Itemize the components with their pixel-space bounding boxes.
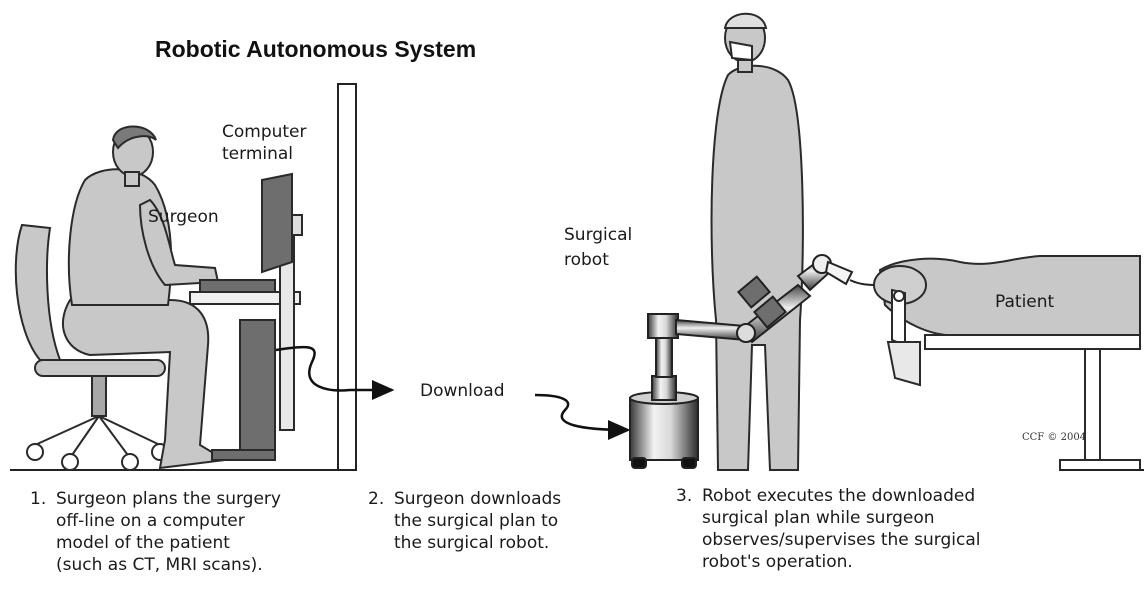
copyright-notice: CCF © 2004 [1022, 432, 1086, 443]
patient-label: Patient [995, 292, 1054, 313]
step-3-number: 3. [676, 485, 692, 507]
download-to-robot-arrow [535, 395, 628, 430]
surgeon-label: Surgeon [148, 207, 219, 228]
step-3-line: observes/supervises the surgical [702, 529, 980, 551]
computer-terminal-label-line1: Computer [222, 122, 307, 143]
step-1-line: Surgeon plans the surgery [56, 488, 281, 510]
step-2-number: 2. [368, 488, 384, 510]
operating-table [888, 335, 1140, 470]
step-1-number: 1. [30, 488, 46, 510]
computer-monitor [262, 174, 302, 272]
partition-wall [338, 84, 356, 470]
standing-surgeon-figure [712, 14, 803, 470]
step-2-line: the surgical plan to [394, 510, 561, 532]
diagram-title: Robotic Autonomous System [155, 36, 476, 63]
surgical-robot-label-line1: Surgical [564, 225, 632, 246]
step-1-line: model of the patient [56, 532, 281, 554]
surgical-robot-label-line2: robot [564, 250, 609, 271]
computer-terminal-label-line2: terminal [222, 144, 293, 165]
download-label: Download [420, 381, 505, 402]
step-3-line: surgical plan while surgeon [702, 507, 980, 529]
surgical-robot [630, 255, 878, 468]
step-1-line: (such as CT, MRI scans). [56, 554, 281, 576]
step-3-line: robot's operation. [702, 551, 980, 573]
step-2-line: Surgeon downloads [394, 488, 561, 510]
step-3-line: Robot executes the downloaded [702, 485, 980, 507]
step-2-line: the surgical robot. [394, 532, 561, 554]
step-1-line: off-line on a computer [56, 510, 281, 532]
